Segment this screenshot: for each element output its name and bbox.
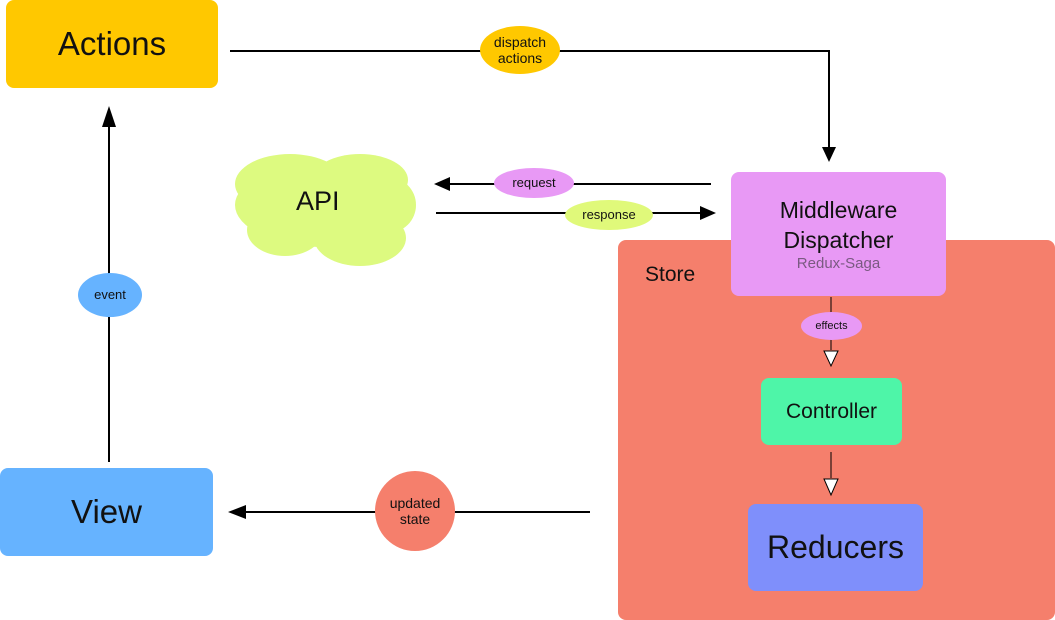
- arrowhead-reducers: [823, 478, 839, 497]
- arrowhead-request: [434, 177, 450, 191]
- dispatch-actions-label: dispatch actions: [480, 26, 560, 74]
- updated-state-label: updated state: [375, 471, 455, 551]
- middleware-subtitle: Redux-Saga: [796, 255, 881, 272]
- updated-label-line1: updated: [389, 495, 441, 511]
- store-label: Store: [645, 263, 696, 286]
- response-label: response: [565, 200, 653, 230]
- arrowhead-event: [102, 106, 116, 127]
- api-cloud: [235, 154, 416, 266]
- arrowhead-effects: [823, 350, 839, 368]
- reducers-node: Reducers: [748, 504, 923, 591]
- arrowhead-dispatch: [822, 147, 836, 162]
- dispatch-label-line1: dispatch: [493, 34, 547, 50]
- updated-label-line2: state: [399, 511, 431, 527]
- effects-label: effects: [801, 312, 862, 340]
- middleware-title-line2: Dispatcher: [783, 227, 894, 253]
- request-label: request: [494, 168, 574, 198]
- actions-node: Actions: [6, 0, 218, 88]
- edge-dispatch-actions: [230, 50, 830, 152]
- arrowhead-response: [700, 206, 716, 220]
- arrowhead-updated-state: [228, 505, 246, 519]
- event-label: event: [78, 273, 142, 317]
- dispatch-label-line2: actions: [497, 50, 543, 66]
- middleware-title-line1: Middleware: [779, 197, 898, 223]
- api-label: API: [296, 186, 340, 216]
- view-node: View: [0, 468, 213, 556]
- controller-node: Controller: [761, 378, 902, 445]
- middleware-dispatcher-node: Middleware Dispatcher Redux-Saga: [731, 172, 946, 296]
